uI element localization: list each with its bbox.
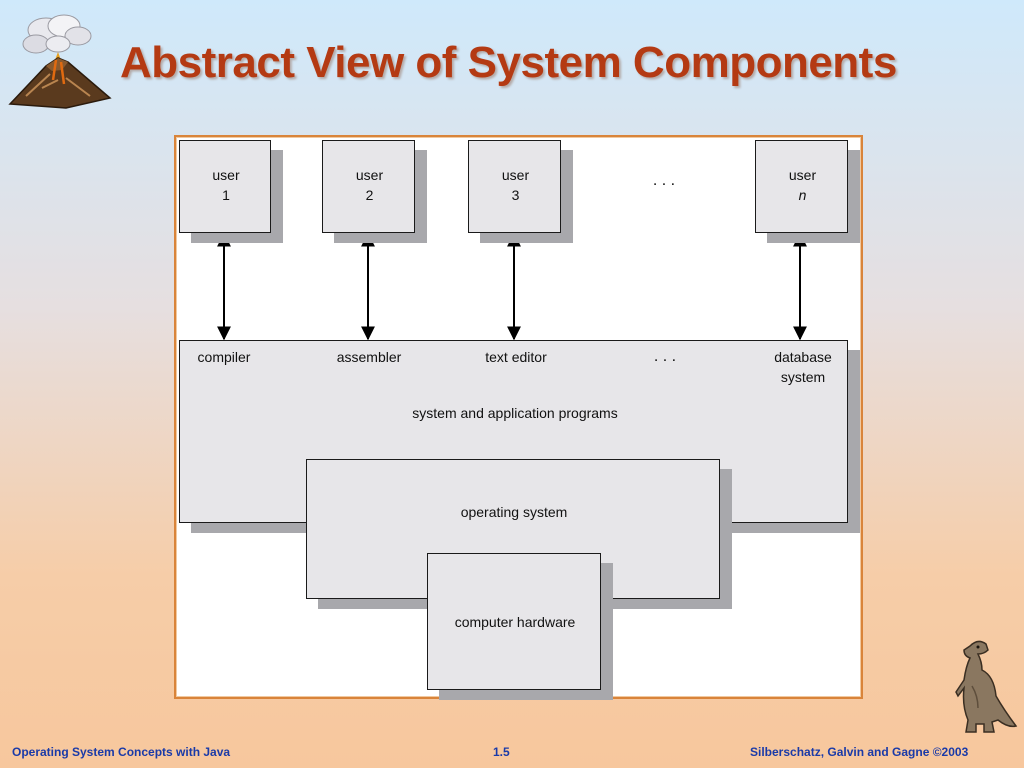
user-box-n: user n (755, 140, 848, 233)
user-1-index: 1 (222, 187, 230, 203)
program-text-editor: text editor (485, 349, 547, 365)
users-ellipsis: . . . (652, 172, 676, 189)
volcano-logo-icon (8, 14, 112, 109)
user-1-label: user (212, 167, 240, 183)
computer-hardware-layer: computer hardware (427, 553, 601, 690)
program-assembler: assembler (336, 349, 402, 365)
program-database-line1: database (774, 349, 832, 365)
user-box-1: user 1 (179, 140, 271, 233)
user-n-index: n (798, 187, 807, 203)
slide-title: Abstract View of System Components (120, 38, 897, 87)
operating-system-label: operating system (460, 504, 568, 520)
dinosaur-mascot-icon (955, 640, 1018, 733)
footer-left: Operating System Concepts with Java (12, 745, 231, 759)
computer-hardware-label: computer hardware (454, 614, 576, 630)
programs-layer-label: system and application programs (412, 405, 618, 421)
user-box-3: user 3 (468, 140, 561, 233)
footer-page-number: 1.5 (493, 745, 510, 759)
user-3-label: user (501, 167, 530, 183)
diagram-frame: user 1 user 2 user 3 . . . user n compil… (174, 135, 863, 699)
programs-ellipsis: . . . (653, 348, 677, 365)
user-2-index: 2 (365, 187, 374, 203)
user-3-index: 3 (511, 187, 520, 203)
user-n-label: user (788, 167, 817, 183)
program-compiler: compiler (197, 349, 251, 365)
user-box-2: user 2 (322, 140, 415, 233)
user-2-label: user (355, 167, 384, 183)
program-database-line2: system (780, 369, 826, 385)
footer-right: Silberschatz, Galvin and Gagne ©2003 (750, 745, 969, 759)
